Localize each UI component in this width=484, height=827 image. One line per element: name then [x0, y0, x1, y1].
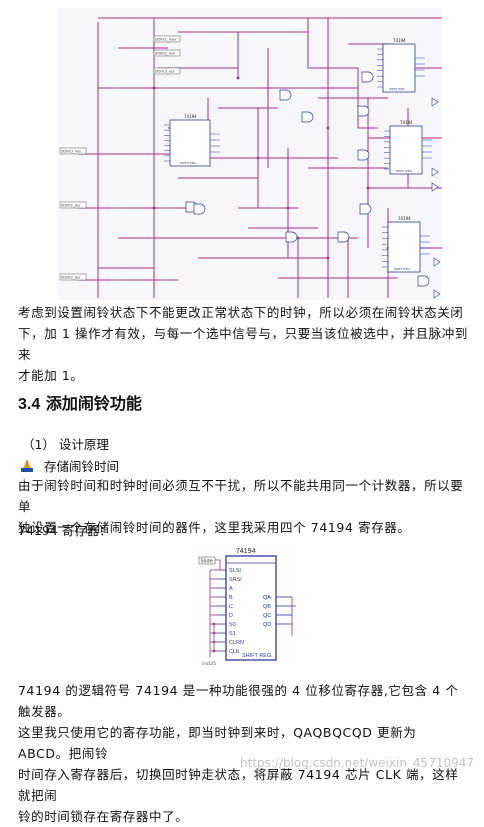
chip-pin-label: QB [263, 604, 271, 610]
chip-wire [291, 597, 296, 636]
schematic-pin-tag-text: Sttmt3_sec [155, 70, 175, 74]
schematic-chip [382, 43, 416, 93]
section-heading: 3.4 添加闹铃功能 [18, 390, 142, 414]
chip-inst-label: inst25 [202, 661, 216, 667]
chip-pin-label: C [229, 604, 233, 610]
schematic-buffer [433, 257, 441, 267]
chip-pin-label: QA [263, 595, 271, 601]
schematic-chip [389, 125, 423, 175]
schematic-gate [301, 111, 314, 123]
schematic-pin-tag [153, 35, 181, 43]
schematic-buffer [431, 182, 439, 192]
bullet-icon [21, 459, 33, 472]
subheading-text: （1） 设计原理 [22, 437, 109, 452]
schematic-pin-tag-text: Sttmt3_min [61, 150, 81, 154]
bullet-text: 存储闹铃时间 [44, 459, 120, 474]
chip-pin-label: S1 [229, 631, 236, 637]
schematic-pin-tag [59, 201, 87, 209]
section-title: 添加闹铃功能 [45, 394, 142, 413]
schematic-pin-tag-text: Sttmt1_sec [61, 204, 81, 208]
text-line: 考虑到设置闹铃状态下不能更改正常状态下的时钟，所以必须在闹铃状态关闭 [18, 305, 464, 320]
chip-junction [212, 631, 216, 635]
schematic-chip-label: 74194 [400, 120, 413, 125]
schematic-chip [387, 221, 421, 273]
schematic-gate [357, 149, 370, 161]
schematic-pin-tag-text: Sttmt2_min [155, 52, 175, 56]
schematic-gate [279, 89, 292, 101]
chip-junction [212, 622, 216, 626]
schematic-pin-tag [59, 273, 87, 281]
schematic-gate [417, 275, 430, 287]
schematic-gate [357, 105, 370, 117]
schematic-pin-tag [153, 49, 181, 57]
paragraph-storage: 由于闹铃时间和时钟时间必须互不干扰，所以不能共用同一个计数器，所以要单 独设置一… [18, 475, 470, 538]
chip-wire [215, 559, 221, 571]
schematic-chip [169, 119, 211, 167]
schematic-junction [152, 206, 156, 210]
schematic-junction [152, 86, 156, 90]
schematic-buffer [433, 289, 441, 299]
section-number: 3.4 [18, 396, 41, 413]
chip-pin-label: CLRN [229, 640, 244, 646]
chip-title: 74194 [236, 548, 256, 555]
schematic-wire [307, 18, 358, 69]
schematic-junction [286, 206, 290, 210]
chip-bottom-label: SHIFT REG. [242, 653, 273, 659]
schematic-chip-sublabel: SHIFT REG. [394, 267, 411, 271]
text-line: 独设置一个存储闹铃时间的器件，这里我采用四个 74194 寄存器。 [18, 520, 411, 535]
subheading: （1） 设计原理 [22, 434, 109, 453]
schematic-chip-sublabel: SHIFT REG. [389, 87, 406, 91]
chip-body [225, 555, 277, 661]
chip-74194-diagram: Slide 74194 SHIFT REG. inst25 SLSI SRSI AB… [196, 544, 296, 668]
schematic-pin-tag-text: Sttmt2_sec [61, 276, 81, 280]
schematic-pin-tag [59, 147, 87, 155]
schematic-junction [256, 156, 260, 160]
chip-pin-label: SLSI [229, 568, 241, 574]
watermark: https://blog.csdn.net/weixin_45710947 [239, 756, 474, 770]
schematic-chip-label: 74194 [398, 216, 411, 221]
chip-pin-label: B [229, 595, 233, 601]
text-line: 这里我只使用它的寄存功能，即当时钟到来时，QAQBQCQD 更新为 ABCD。把… [18, 725, 417, 761]
schematic-gate [359, 203, 372, 215]
schematic-junction [366, 186, 370, 190]
chip-pin-label: QC [263, 613, 271, 619]
text-line: 时间存入寄存器后，切换回时钟走状态，将屏蔽 74194 芯片 CLK 端，这样就… [18, 767, 459, 803]
schematic-gate [361, 71, 374, 83]
schematic-junction [326, 126, 330, 130]
schematic-gate [337, 231, 350, 243]
register-label-text: 74194 寄存器： [18, 523, 112, 538]
chip-pin-label: S0 [229, 622, 236, 628]
chip-junction [212, 649, 216, 653]
bullet-item: 存储闹铃时间 [20, 456, 119, 475]
chip-junction [212, 640, 216, 644]
schematic-buffer [431, 97, 439, 107]
paragraph-74194: 74194 的逻辑符号 74194 是一种功能很强的 4 位移位寄存器,它包含 … [18, 680, 470, 827]
input-tag [198, 556, 216, 565]
schematic-gate [285, 231, 298, 243]
chip-pin-label: QD [263, 622, 271, 628]
schematic-chip-sublabel: SHIFT REG. [396, 169, 413, 173]
text-line: 下，加 1 操作才有效，与每一个选中信号与，只要当该位被选中，并且脉冲到来 [18, 326, 469, 362]
paragraph-intro: 考虑到设置闹铃状态下不能更改正常状态下的时钟，所以必须在闹铃状态关闭 下，加 1… [18, 302, 470, 386]
schematic-pin-tag-text: Sttmt1_hour [155, 38, 177, 42]
text-line: 74194 的逻辑符号 74194 是一种功能很强的 4 位移位寄存器,它包含 … [18, 683, 459, 719]
chip-pin-label: SRSI [229, 577, 242, 583]
chip-pin-label: CLK [229, 649, 240, 655]
text-line: 才能加 1。 [18, 368, 84, 383]
chip-pin-label: D [229, 613, 233, 619]
chip-pin-label: A [229, 586, 233, 592]
schematic-chip-sublabel: SHIFT REG. [180, 161, 197, 165]
schematic-junction [236, 76, 240, 80]
schematic-buffer [431, 167, 439, 177]
register-label: 74194 寄存器： [18, 520, 112, 539]
schematic-chip-label: 74194 [393, 38, 406, 43]
schematic-chip-label: 74194 [184, 114, 197, 119]
text-line: 由于闹铃时间和时钟时间必须互不干扰，所以不能共用同一个计数器，所以要单 [18, 478, 464, 514]
schematic-pin-tag [153, 67, 181, 75]
text-line: 铃的时间锁存在寄存器中了。 [18, 809, 189, 824]
schematic-gate [193, 203, 206, 215]
schematic-junction [326, 256, 330, 260]
input-tag-text: Slide [201, 559, 213, 565]
